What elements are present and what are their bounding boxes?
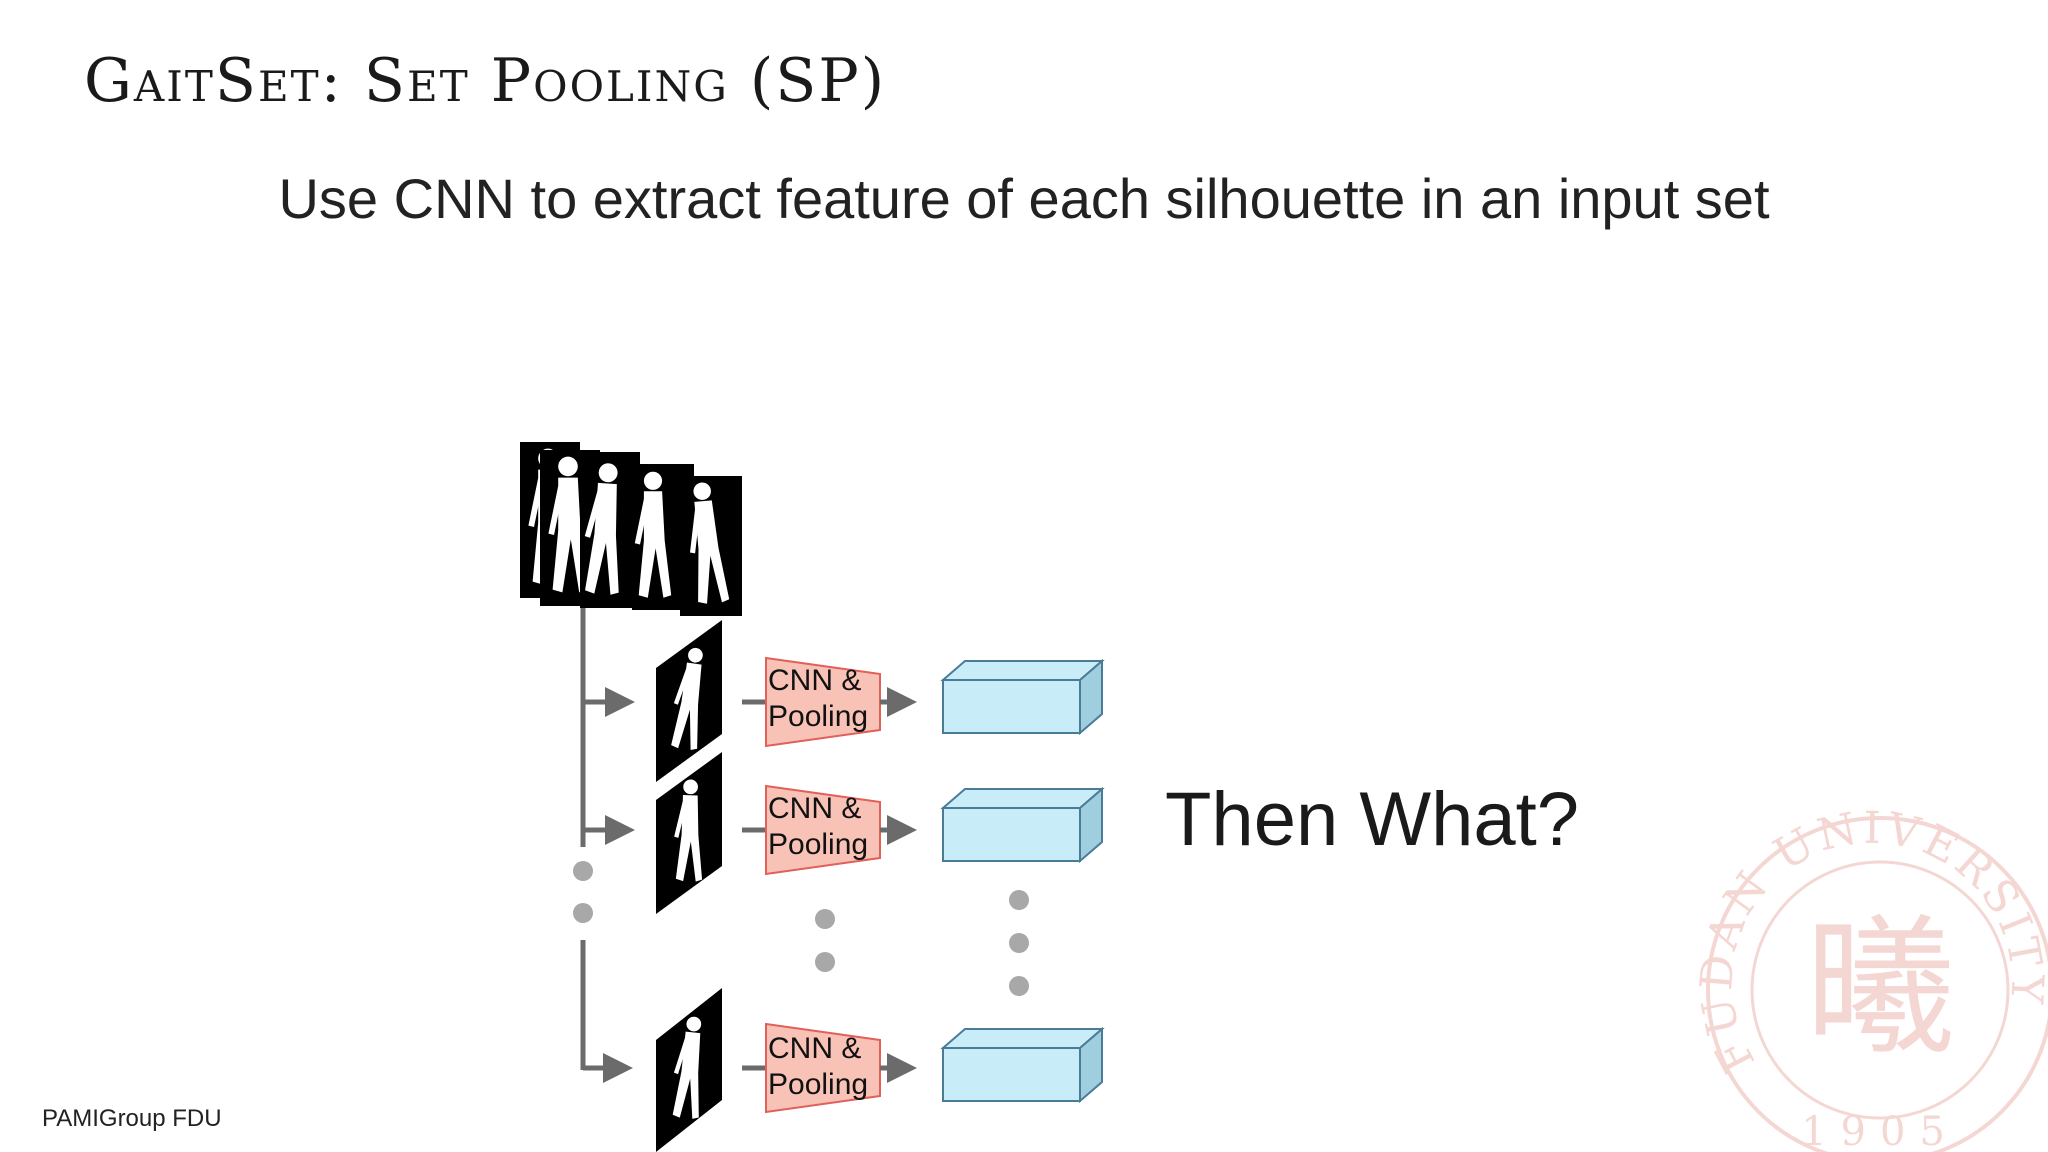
cnn-pooling-block: CNN & Pooling	[765, 784, 881, 876]
cnn-label-line2: Pooling	[768, 1068, 868, 1101]
feature-box	[940, 658, 1105, 736]
input-silhouette-set	[520, 442, 742, 616]
svg-text:1905: 1905	[1801, 1109, 1959, 1152]
then-what-text: Then What?	[1165, 777, 1579, 862]
feature-box	[940, 1026, 1105, 1104]
cnn-label-line1: CNN &	[768, 792, 861, 825]
cnn-label-line2: Pooling	[768, 828, 868, 861]
fudan-seal-watermark: FUDAN UNIVERSITY 曦 1905	[1691, 803, 2048, 1152]
cnn-pooling-block: CNN & Pooling	[765, 656, 881, 748]
cnn-ellipsis	[815, 909, 835, 972]
cnn-label-line1: CNN &	[768, 664, 861, 697]
cnn-label-line1: CNN &	[768, 1032, 861, 1065]
feature-ellipsis	[1009, 890, 1029, 996]
feature-box	[940, 786, 1105, 864]
footer-credit: PAMIGroup FDU	[42, 1105, 222, 1132]
svg-text:曦: 曦	[1805, 902, 1955, 1076]
cnn-label-line2: Pooling	[768, 700, 868, 733]
slide-title: GaitSet: Set Pooling (SP)	[84, 46, 887, 116]
cnn-pooling-block: CNN & Pooling	[765, 1022, 881, 1114]
single-silhouette	[656, 752, 722, 914]
slide-subtitle: Use CNN to extract feature of each silho…	[278, 167, 1770, 230]
single-silhouette	[656, 620, 722, 782]
single-silhouette	[656, 988, 722, 1152]
trunk-ellipsis	[573, 861, 593, 923]
